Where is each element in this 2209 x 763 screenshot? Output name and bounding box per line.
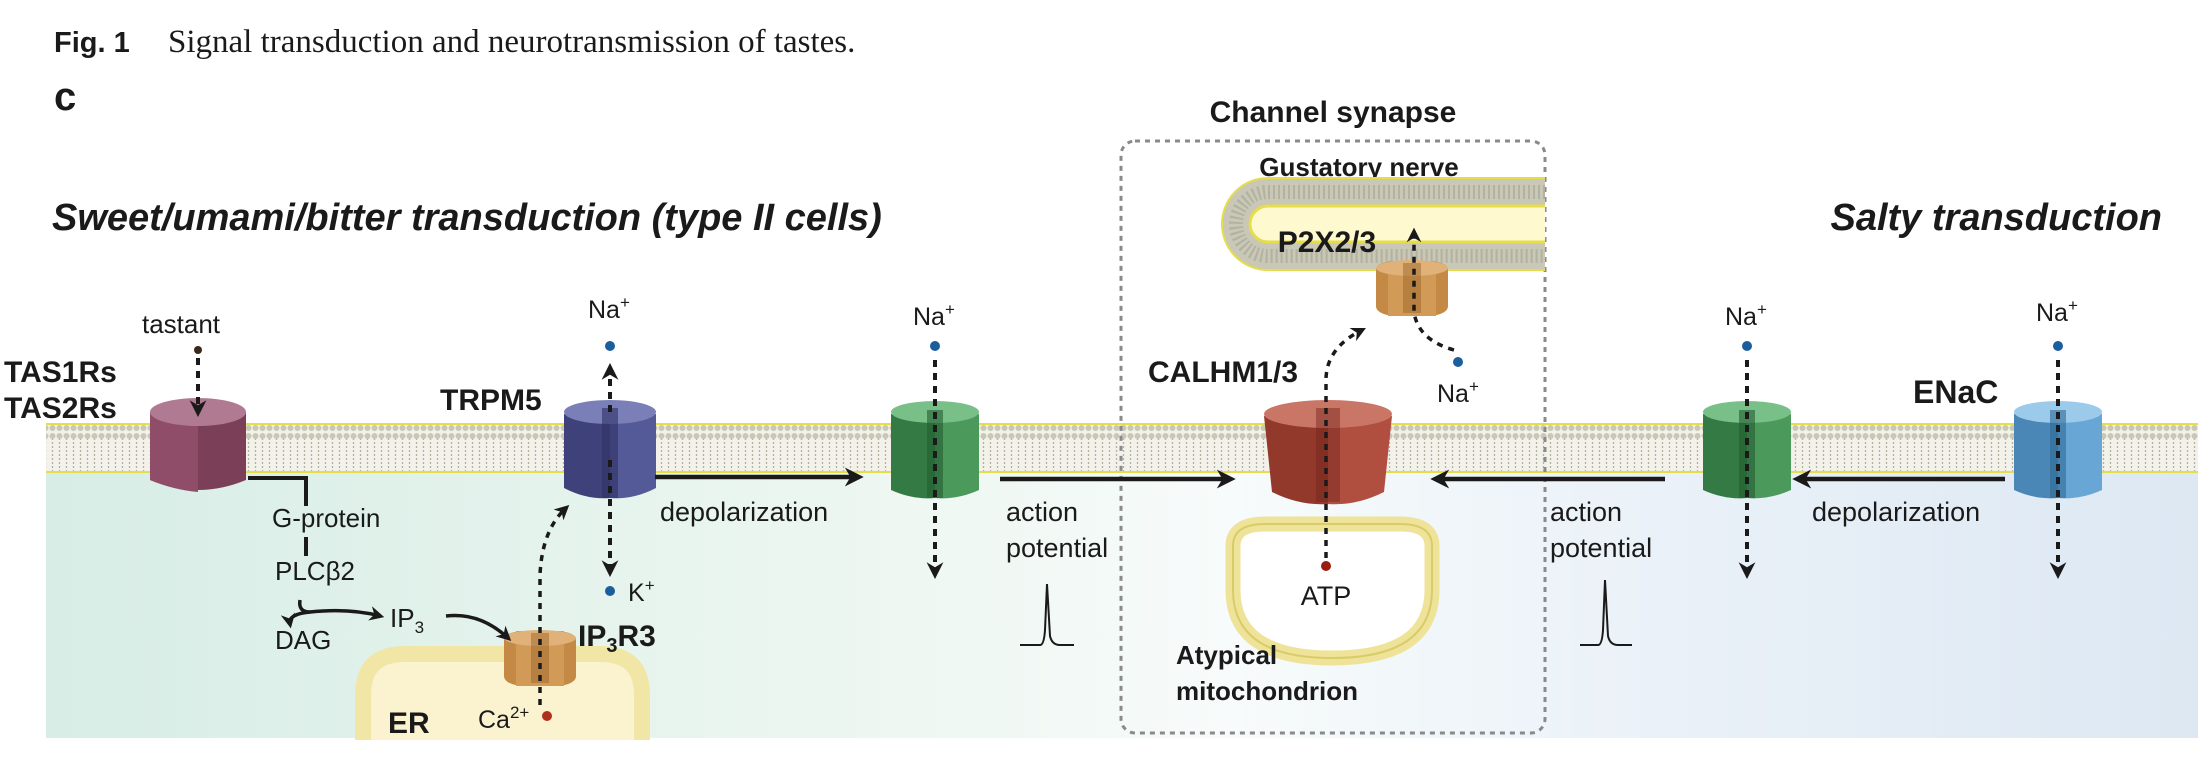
p2x-na-label: Na+: [1437, 377, 1479, 408]
tas1rs-label: TAS1Rs: [4, 356, 117, 389]
enac-na-sup: +: [2068, 296, 2078, 315]
vgnc2-na-label: Na+: [1725, 300, 1767, 331]
ca-label: Ca2+: [478, 703, 529, 734]
enac-na-label: Na+: [2036, 296, 2078, 327]
gprotein-label: G-protein: [272, 503, 380, 533]
tas-to-gprotein-connector: [248, 476, 308, 506]
plcb2-label: PLCβ2: [275, 556, 355, 586]
plcb2-to-dag-arrow: [280, 610, 311, 629]
vgnc1-na-label: Na+: [913, 300, 955, 331]
trpm5-na-label: Na+: [588, 293, 630, 324]
trpm5-channel: [564, 400, 656, 499]
vgnc1-na-sup: +: [945, 300, 955, 319]
p2x-label: P2X2/3: [1278, 226, 1376, 259]
ca-label-base: Ca: [478, 706, 510, 734]
channel-synapse-box: [1119, 139, 1547, 735]
mito-label-line2: mitochondrion: [1176, 676, 1358, 706]
p2x-na-base: Na: [1437, 380, 1469, 408]
panel-letter: c: [54, 75, 76, 119]
dag-label: DAG: [275, 625, 331, 655]
enac-na-ion: [2053, 341, 2063, 351]
atp-label: ATP: [1301, 581, 1352, 611]
figure-caption: Signal transduction and neurotransmissio…: [168, 24, 855, 60]
right-potential-label: potential: [1550, 533, 1652, 563]
enac-label: ENaC: [1913, 374, 1998, 410]
vgnc1-na-base: Na: [913, 303, 945, 331]
right-spike-trace: [1580, 579, 1632, 646]
ip3-label-sub: 3: [415, 618, 424, 637]
tastant-label: tastant: [142, 309, 221, 339]
enac-na-base: Na: [2036, 299, 2068, 327]
sweet-transduction-heading: Sweet/umami/bitter transduction (type II…: [52, 197, 882, 239]
k-label: K+: [628, 576, 655, 607]
plcb2-to-ip3-dag-arrow: [297, 599, 385, 621]
left-potential-label: potential: [1006, 533, 1108, 563]
vgnc2-na-sup: +: [1757, 300, 1767, 319]
ip3-label-base: IP: [390, 603, 415, 633]
er-label: ER: [388, 707, 430, 740]
ip3-to-ip3r3-arrow: [445, 613, 512, 641]
atp-release-arrow: [1324, 328, 1366, 558]
p2x-na-ion: [1453, 357, 1463, 367]
trpm5-na-ion: [605, 341, 615, 351]
ip3r3-label: IP3R3: [578, 620, 656, 657]
ca-label-sup: 2+: [510, 703, 529, 722]
calhm-channel: [1264, 400, 1392, 505]
salty-depolarization-label: depolarization: [1812, 497, 1980, 527]
trpm5-na-sup: +: [620, 293, 630, 312]
ca-ion: [542, 711, 552, 721]
vgnc1-na-ion: [930, 341, 940, 351]
figure-label: Fig. 1: [54, 27, 130, 59]
ip3r3-label-sub: 3: [606, 635, 617, 657]
atp-molecule: [1321, 561, 1331, 571]
atypical-mitochondrion: [1225, 516, 1440, 666]
left-action-label: action: [1006, 497, 1078, 527]
trpm5-label: TRPM5: [440, 384, 542, 417]
ca-release-arrow: [538, 505, 570, 705]
tas2rs-label: TAS2Rs: [4, 392, 117, 425]
vgnc2-na-ion: [1742, 341, 1752, 351]
tas-receptor: [150, 398, 246, 492]
calhm-label: CALHM1/3: [1148, 356, 1298, 389]
k-label-base: K: [628, 579, 645, 607]
channel-synapse-heading: Channel synapse: [1210, 96, 1457, 129]
trpm5-na-base: Na: [588, 296, 620, 324]
sweet-depolarization-label: depolarization: [660, 497, 828, 527]
ip3r3-label-b: R3: [617, 620, 655, 653]
mito-label-line1: Atypical: [1176, 640, 1277, 670]
left-spike-trace: [1020, 583, 1074, 646]
tastant-molecule: [194, 346, 202, 354]
gustatory-nerve: [1221, 177, 1545, 271]
salty-transduction-heading: Salty transduction: [1831, 197, 2163, 239]
vgnc2-na-base: Na: [1725, 303, 1757, 331]
k-label-sup: +: [645, 576, 655, 595]
ip3-label: IP3: [390, 603, 424, 637]
k-ion: [605, 586, 615, 596]
p2x-na-sup: +: [1469, 377, 1479, 396]
ip3r3-label-a: IP: [578, 620, 606, 653]
p2x-channel: [1376, 260, 1448, 316]
right-action-label: action: [1550, 497, 1622, 527]
